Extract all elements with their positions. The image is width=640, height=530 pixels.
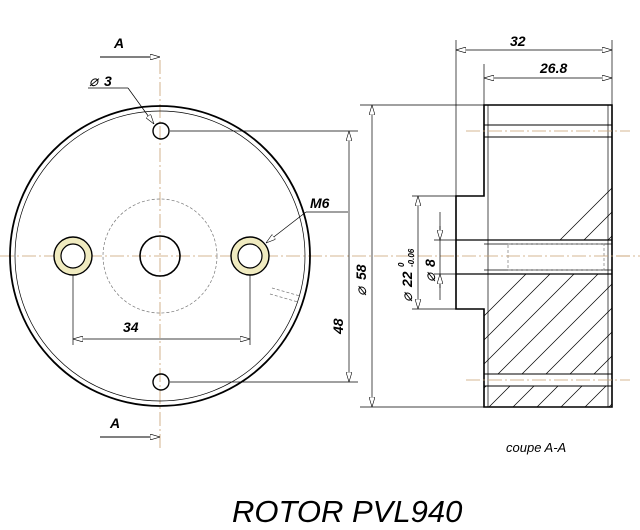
- dim8-label: 8: [422, 259, 438, 267]
- section-outline: [455, 104, 613, 408]
- hatch-line: [547, 105, 612, 407]
- dim58-symbol: ⌀: [353, 285, 370, 296]
- section-view: 32 26.8 ⌀ 22 0 -0.06 ⌀ 8 coupe A-A: [397, 33, 640, 455]
- section-hole-top: [484, 125, 612, 137]
- outer-chamfer-circle: [14, 110, 306, 402]
- dim22-tol-lower: -0.06: [407, 248, 416, 267]
- front-view: A A ⌀ 3 M6 34 48 ⌀ 58: [0, 35, 640, 450]
- hatch-line: [456, 105, 612, 407]
- section-mark-bottom: A: [109, 415, 120, 431]
- hatch-line: [620, 90, 640, 420]
- section-mark-top: A: [113, 35, 124, 51]
- m6-leader: [266, 211, 307, 243]
- drawing-title: ROTOR PVL940: [232, 494, 462, 529]
- hidden-slot-line-2: [269, 293, 299, 303]
- dim268-label: 26.8: [539, 60, 567, 76]
- section-hole-bottom: [484, 374, 612, 386]
- small-hole-bottom: [152, 373, 170, 391]
- dim22-tol-upper: 0: [397, 262, 406, 267]
- dim22-symbol: ⌀: [399, 291, 416, 302]
- section-caption: coupe A-A: [506, 440, 566, 455]
- hatch-line: [523, 105, 612, 407]
- dim48-label: 48: [330, 318, 346, 335]
- threaded-hole-right: [230, 236, 270, 276]
- section-bore: [456, 240, 612, 274]
- dia3-leader: [127, 87, 154, 124]
- dim8-symbol: ⌀: [422, 271, 439, 282]
- dia3-symbol: ⌀: [89, 73, 100, 90]
- hidden-hub-circle: [102, 198, 218, 314]
- dim32-label: 32: [510, 33, 526, 49]
- dim22-label: 22: [399, 271, 415, 288]
- center-bore: [139, 235, 181, 277]
- threaded-hole-left: [53, 236, 93, 276]
- small-hole-top: [152, 122, 170, 140]
- hatch-line: [499, 105, 612, 407]
- hidden-insert: [507, 243, 605, 271]
- outer-circle: [9, 105, 311, 407]
- hatch-line: [475, 105, 612, 407]
- dim58-label: 58: [353, 264, 369, 280]
- hidden-slot-line-1: [271, 287, 301, 297]
- dim34-label: 34: [123, 319, 139, 335]
- m6-label: M6: [310, 195, 330, 211]
- dia3-label: 3: [104, 73, 112, 89]
